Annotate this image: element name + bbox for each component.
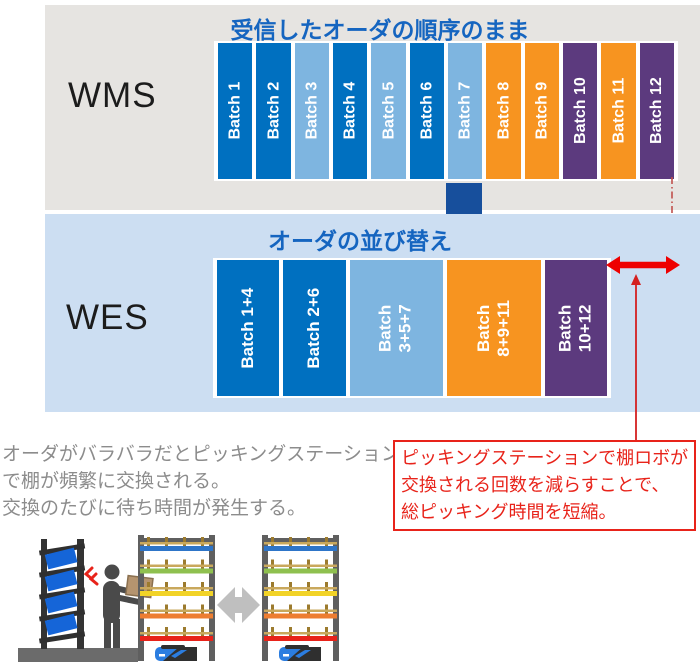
wms-section-title: 受信したオーダの順序のまま bbox=[230, 17, 530, 43]
note-line: オーダがバラバラだとピッキングステーション bbox=[2, 444, 400, 465]
wms-batch-bar: Batch 7 bbox=[447, 43, 483, 179]
wms-batch-bar: Batch 2 bbox=[256, 43, 291, 179]
wms-batch-bar-label: Batch 8 bbox=[494, 82, 512, 140]
worker-icon bbox=[103, 564, 154, 648]
wms-batch-bar: Batch 12 bbox=[639, 43, 674, 179]
wms-label: WMS bbox=[68, 76, 157, 115]
note-line: 交換される回数を減らすことで、 bbox=[401, 475, 670, 495]
wes-batch-bar: Batch 1+4 bbox=[217, 260, 280, 396]
wes-section-title: オーダの並び替え bbox=[268, 228, 452, 254]
wms-batch-bar-label: Batch 11 bbox=[609, 78, 627, 144]
note-line: で棚が頻繁に交換される。 bbox=[2, 471, 231, 492]
problem-note: オーダがバラバラだとピッキングステーションで棚が頻繁に交換される。交換のたびに待… bbox=[2, 441, 400, 522]
note-line: 総ピッキング時間を短縮。 bbox=[401, 502, 617, 522]
wms-batch-bar-label: Batch 9 bbox=[533, 82, 551, 140]
note-line: 交換のたびに待ち時間が発生する。 bbox=[2, 498, 307, 519]
floor-platform bbox=[18, 648, 138, 662]
wms-batch-bar: Batch 9 bbox=[524, 43, 559, 179]
callout-connector-line bbox=[631, 274, 641, 442]
wes-batch-bar-label: Batch 2+6 bbox=[304, 287, 324, 369]
wms-batch-bar-label: Batch 12 bbox=[648, 77, 666, 145]
wms-batch-bar-label: Batch 6 bbox=[418, 82, 436, 140]
wes-label: WES bbox=[66, 298, 149, 337]
wms-batch-bar: Batch 6 bbox=[409, 43, 444, 179]
flow-rack-icon bbox=[38, 539, 86, 649]
wms-batch-bar-label: Batch 4 bbox=[341, 82, 359, 140]
wms-batch-bar-label: Batch 5 bbox=[379, 82, 397, 140]
wms-batch-bar: Batch 5 bbox=[371, 43, 406, 179]
time-saved-double-arrow-icon bbox=[606, 256, 680, 274]
exchange-double-arrow-icon bbox=[217, 587, 260, 623]
wes-batch-bar: Batch 2+6 bbox=[283, 260, 346, 396]
benefit-callout-box: ピッキングステーションで棚ロボが交換される回数を減らすことで、総ピッキング時間を… bbox=[393, 440, 696, 531]
wms-batch-bar: Batch 10 bbox=[562, 43, 598, 179]
wes-batch-bar-label: Batch 1+4 bbox=[237, 287, 257, 369]
wms-batch-sequence: Batch 1 Batch 2 Batch 3 Batch 4 Batch 5 Batch… bbox=[214, 41, 678, 181]
wms-batch-bar: Batch 4 bbox=[332, 43, 368, 179]
wms-batch-bar-label: Batch 3 bbox=[303, 82, 321, 140]
wms-batch-bar: Batch 3 bbox=[294, 43, 329, 179]
wms-batch-bar: Batch 1 bbox=[218, 43, 253, 179]
wms-batch-bar-label: Batch 2 bbox=[264, 82, 282, 140]
wms-batch-bar-label: Batch 7 bbox=[456, 82, 474, 140]
impact-mark-icon bbox=[83, 566, 99, 586]
wms-batch-bar-label: Batch 1 bbox=[226, 82, 244, 140]
note-line: ピッキングステーションで棚ロボが bbox=[401, 448, 689, 468]
warehouse-illustration bbox=[18, 535, 339, 662]
wms-batch-bar: Batch 8 bbox=[486, 43, 521, 179]
wms-batch-bar: Batch 11 bbox=[601, 43, 636, 179]
wms-batch-bar-label: Batch 10 bbox=[571, 77, 589, 145]
